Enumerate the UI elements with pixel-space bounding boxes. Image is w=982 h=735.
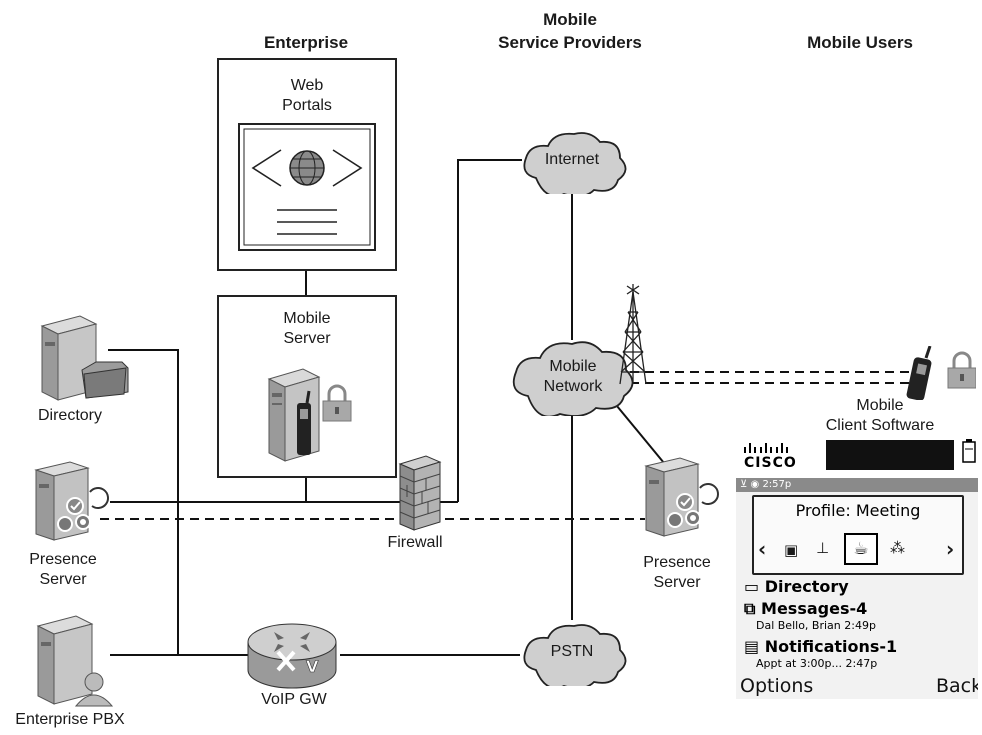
status-time: 2:57p xyxy=(762,479,792,490)
clock-icon: ◉ xyxy=(750,479,760,490)
firewall-icon xyxy=(398,455,442,531)
messages-detail: Dal Bello, Brian 2:49p xyxy=(756,619,876,632)
mobile-phone-lock-icon xyxy=(906,346,976,400)
cisco-wordmark: CISCO xyxy=(744,455,797,471)
pbx-server-icon xyxy=(36,615,114,707)
cell-tower-icon xyxy=(619,284,647,385)
phone-screen: CISCO ⊻ ◉ 2:57p Profile: Meeting ‹ ▣ ⊥ ☕… xyxy=(736,433,978,699)
directory-icon: ▭ xyxy=(744,577,760,596)
chevron-right-icon[interactable]: › xyxy=(946,537,955,561)
pstn-cloud-icon xyxy=(523,624,627,686)
voip-gw-label: VoIP GW xyxy=(261,691,327,708)
internet-label: Internet xyxy=(544,151,600,168)
phone-header: CISCO xyxy=(736,433,978,478)
menu-item-notifications[interactable]: ▤ Notifications-1 xyxy=(744,637,897,656)
pstn-label: PSTN xyxy=(550,643,594,660)
voip-gateway-icon: V xyxy=(247,623,337,689)
directory-label: Directory xyxy=(37,407,102,424)
firewall-label: Firewall xyxy=(387,534,443,551)
messages-icon: ⧉ xyxy=(744,599,756,618)
meeting-profile-icon[interactable]: ☕ xyxy=(844,533,878,565)
chevron-left-icon[interactable]: ‹ xyxy=(758,537,767,561)
heading-enterprise: Enterprise xyxy=(263,33,349,52)
presence-server-left-icon xyxy=(34,461,109,541)
softkey-bar: Options Back xyxy=(736,673,978,699)
back-softkey[interactable]: Back xyxy=(936,675,978,697)
options-softkey[interactable]: Options xyxy=(740,675,814,697)
directory-server-icon xyxy=(40,315,129,401)
heading-mobile-users: Mobile Users xyxy=(807,33,913,52)
menu-item-messages[interactable]: ⧉ Messages-4 xyxy=(744,599,867,619)
heading-mobile: Mobile xyxy=(543,10,597,29)
enterprise-pbx-label: Enterprise PBX xyxy=(15,711,125,728)
mobile-server-icon xyxy=(267,368,352,462)
cisco-logo-bars xyxy=(744,443,788,453)
pager-profile-icon[interactable]: ▣ xyxy=(784,541,799,559)
outdoor-profile-icon[interactable]: ⊥ xyxy=(816,539,830,557)
menu-item-directory-label: Directory xyxy=(764,577,849,596)
notifications-icon: ▤ xyxy=(744,637,760,656)
phone-banner xyxy=(826,440,954,470)
profile-title: Profile: Meeting xyxy=(795,501,921,520)
notifications-detail: Appt at 3:00p... 2:47p xyxy=(756,657,878,670)
silent-profile-icon[interactable]: ⁂ xyxy=(890,539,905,557)
mobile-network-cloud-icon xyxy=(512,341,634,416)
presence-server-right-icon xyxy=(644,457,719,537)
menu-item-directory[interactable]: ▭ Directory xyxy=(744,577,849,596)
profile-selector[interactable]: Profile: Meeting ‹ ▣ ⊥ ☕ ⁂ › xyxy=(752,495,964,575)
phone-status-bar: ⊻ ◉ 2:57p xyxy=(736,478,978,492)
menu-item-messages-label: Messages-4 xyxy=(761,599,868,618)
web-page-icon xyxy=(238,123,376,251)
menu-item-notifications-label: Notifications-1 xyxy=(764,637,898,656)
internet-cloud-icon xyxy=(523,132,627,194)
signal-icon: ⊻ xyxy=(740,479,748,490)
battery-icon xyxy=(962,439,976,463)
heading-service-providers: Service Providers xyxy=(498,33,642,52)
svg-text:V: V xyxy=(306,657,319,676)
